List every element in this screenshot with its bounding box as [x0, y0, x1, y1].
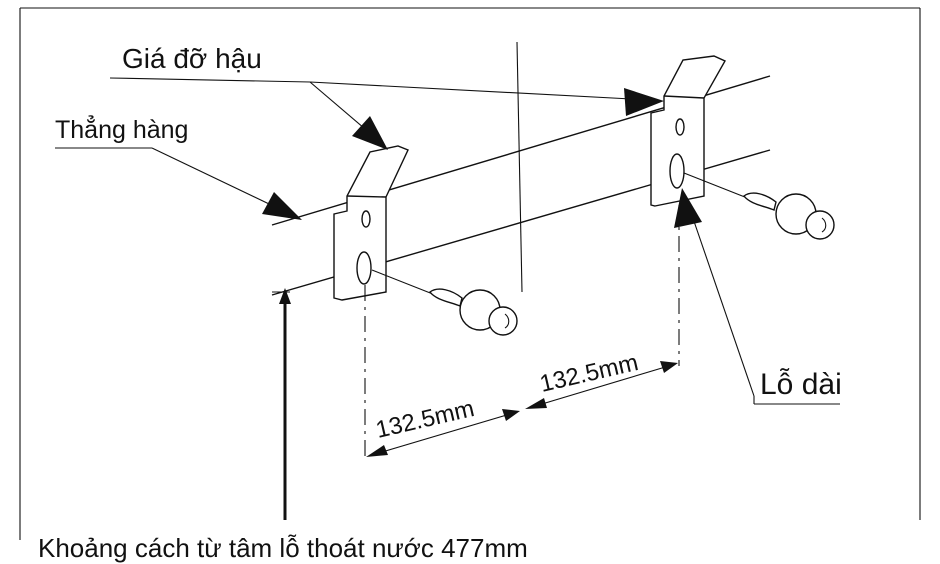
right-bracket	[650, 55, 726, 207]
left-screw	[371, 269, 518, 336]
rear-bracket-label: Giá đỡ hậu	[122, 43, 262, 74]
dimension-label-left: 132.5mm	[373, 395, 477, 444]
dimension-line-left	[366, 409, 520, 457]
dimension-line-right	[525, 361, 678, 409]
dimension-label-right: 132.5mm	[537, 349, 641, 398]
alignment-label: Thẳng hàng	[55, 114, 188, 144]
drain-distance-label: Khoảng cách từ tâm lỗ thoát nước 477mm	[38, 533, 528, 563]
center-reference-line	[516, 41, 523, 293]
right-screw	[683, 172, 835, 240]
long-hole-label: Lỗ dài	[760, 368, 842, 401]
long-hole-leader	[674, 188, 840, 405]
alignment-leader	[55, 147, 302, 220]
rear-bracket-leader	[109, 77, 664, 150]
frame-border	[19, 7, 921, 540]
left-bracket	[333, 145, 409, 301]
drain-distance-arrow	[272, 288, 291, 520]
